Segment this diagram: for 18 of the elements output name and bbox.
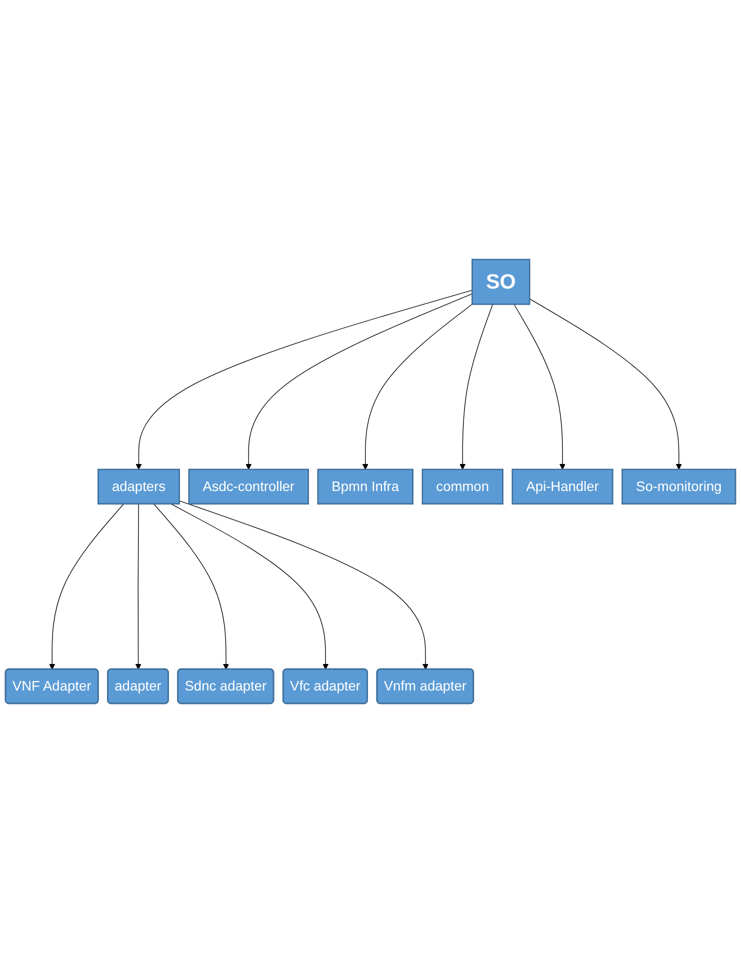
node-box: Asdc-controller bbox=[188, 468, 309, 504]
arrow bbox=[246, 292, 473, 470]
arrow bbox=[514, 303, 566, 470]
arrow bbox=[460, 303, 494, 470]
node-box: adapters bbox=[98, 468, 180, 504]
arrow bbox=[136, 289, 473, 470]
arrow bbox=[178, 500, 429, 670]
node-box: common bbox=[422, 468, 504, 504]
node-box: Api-Handler bbox=[512, 468, 614, 504]
arrow bbox=[170, 503, 329, 670]
arrow bbox=[362, 303, 473, 470]
node-box: SO bbox=[472, 258, 530, 304]
arrow bbox=[153, 503, 230, 670]
node-box: Bpmn Infra bbox=[317, 468, 414, 504]
arrow bbox=[529, 298, 682, 470]
node-box: So-monitoring bbox=[622, 468, 736, 504]
arrow bbox=[135, 503, 142, 670]
arrow bbox=[49, 503, 124, 670]
